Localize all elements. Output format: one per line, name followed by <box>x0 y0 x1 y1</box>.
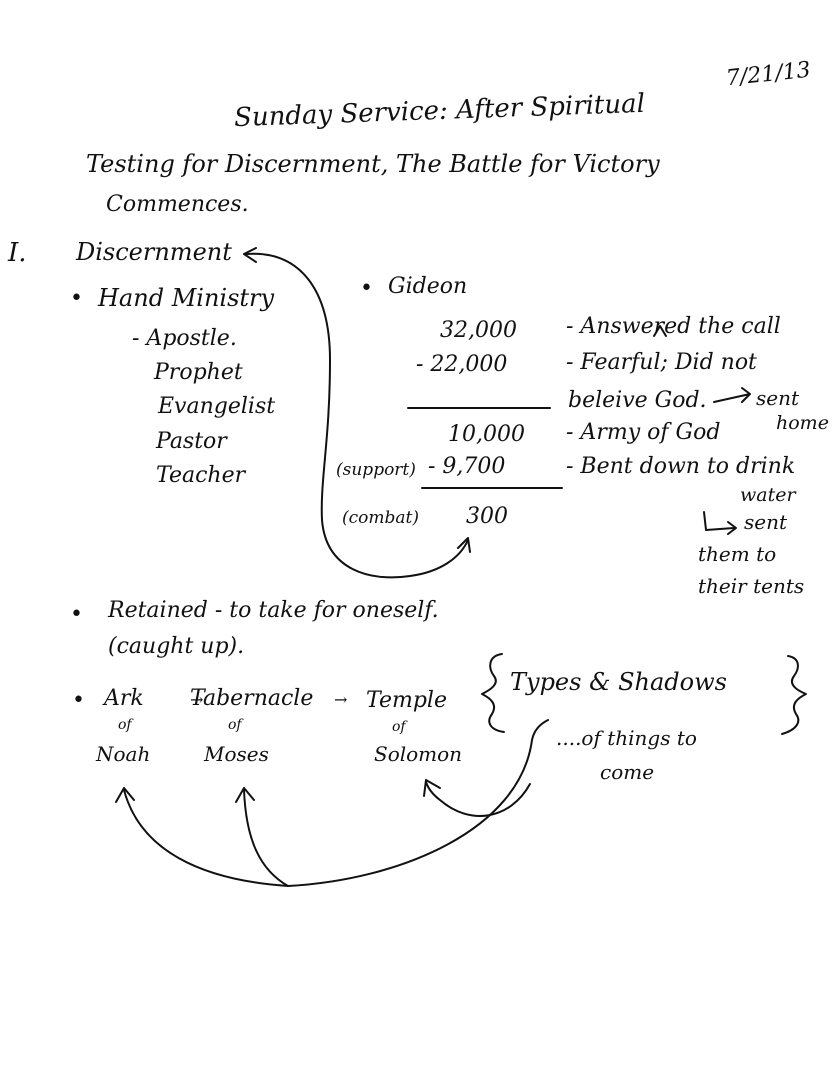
arrow <box>703 511 737 535</box>
arrow <box>713 387 751 403</box>
section-heading: Discernment <box>76 238 232 266</box>
ministry-item: Teacher <box>156 463 246 488</box>
gideon-label: Gideon <box>388 274 468 299</box>
ministry-item: Evangelist <box>158 394 276 419</box>
arrow-to-solomon <box>425 781 531 817</box>
ministry-item: - Apostle. <box>132 326 237 351</box>
gideon-note: - Answered the call <box>566 314 781 339</box>
of-label: of <box>118 717 132 733</box>
date-stamp: 7/21/13 <box>724 57 812 92</box>
arrow-glyph: → <box>334 690 348 709</box>
arrowhead <box>243 247 257 263</box>
gideon-number: 32,000 <box>440 318 517 343</box>
ark-label: Ark <box>104 686 144 711</box>
temple-label: Temple <box>366 688 447 713</box>
bullet: • <box>70 602 83 627</box>
gideon-number: - 9,700 <box>428 454 506 479</box>
sent-home-note: sent <box>756 386 800 410</box>
noah-label: Noah <box>96 742 151 766</box>
gideon-note: - Fearful; Did not <box>566 350 757 375</box>
bullet: • <box>360 276 373 301</box>
things-to-come: ....of things to <box>556 726 697 750</box>
title-subline-end: Commences. <box>106 192 249 217</box>
hand-ministry-label: Hand Ministry <box>98 284 275 312</box>
gideon-note: beleive God. <box>568 388 707 413</box>
retained-definition: Retained - to take for oneself. <box>108 598 439 623</box>
section-numeral: I. <box>8 238 27 268</box>
gideon-note: water <box>740 484 796 506</box>
bullet: • <box>70 286 83 311</box>
of-label: of <box>228 717 242 733</box>
arrowhead <box>235 787 255 803</box>
right-brace <box>781 655 807 735</box>
arrowhead <box>115 787 135 803</box>
ministry-item: Pastor <box>156 429 227 454</box>
sent-home-note: home <box>776 412 829 434</box>
gideon-note: - Army of God <box>566 420 721 445</box>
arrowhead <box>457 537 471 553</box>
moses-label: Moses <box>204 742 269 766</box>
sent-tents-note: sent <box>744 510 788 534</box>
bullet: • <box>72 688 85 713</box>
gideon-number: - 22,000 <box>416 352 508 377</box>
sent-tents-note: them to <box>698 542 777 566</box>
sent-tents-note: their tents <box>698 574 805 598</box>
arrow-glyph: → <box>190 690 204 709</box>
page-title: Sunday Service: After Spiritual <box>233 88 646 134</box>
gideon-number: 300 <box>466 504 508 529</box>
discernment-curve <box>245 252 469 579</box>
title-subline: Testing for Discernment, The Battle for … <box>86 150 660 178</box>
support-label: (support) <box>336 460 416 480</box>
left-brace <box>481 653 505 733</box>
ministry-item: Prophet <box>154 360 243 385</box>
combat-label: (combat) <box>342 508 419 528</box>
retained-note: (caught up). <box>108 634 245 659</box>
arrowhead <box>423 779 441 797</box>
gideon-note: - Bent down to drink <box>566 454 796 479</box>
types-shadows-label: Types & Shadows <box>510 668 727 696</box>
arrow-to-moses <box>243 789 289 887</box>
of-label: of <box>392 719 406 735</box>
arrow-to-noah <box>123 789 289 887</box>
things-come: come <box>600 760 655 784</box>
solomon-label: Solomon <box>374 742 463 766</box>
tabernacle-label: Tabernacle <box>190 686 314 711</box>
gideon-number: 10,000 <box>448 422 525 447</box>
